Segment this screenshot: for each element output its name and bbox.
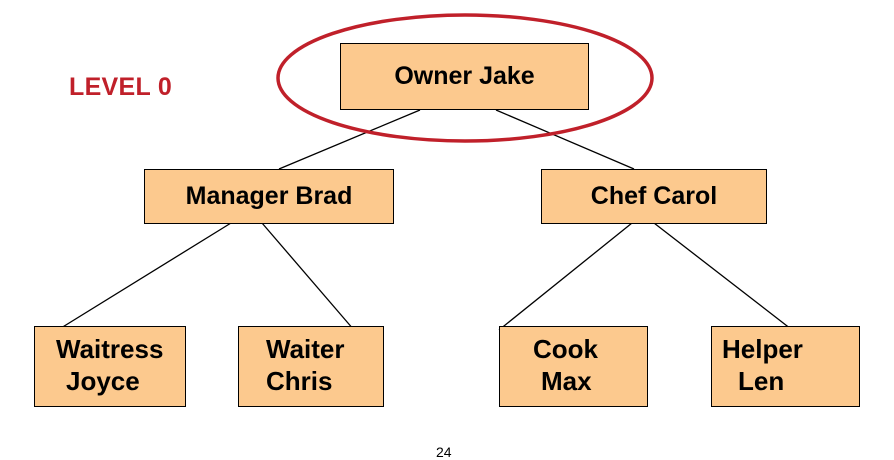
edge-manager-waitress: [39, 222, 232, 342]
page-number: 24: [436, 444, 452, 460]
node-owner-name: Jake: [479, 62, 535, 91]
node-waitress-joyce: Waitress Joyce: [34, 326, 186, 407]
node-waitress-name: Joyce: [66, 365, 140, 396]
node-manager-text: Manager Brad: [186, 181, 353, 212]
node-waiter-chris: Waiter Chris: [238, 326, 384, 407]
node-chef-role: Chef: [590, 182, 647, 211]
node-chef-carol: Chef Carol: [541, 169, 767, 224]
node-cook-max: Cook Max: [499, 326, 648, 407]
node-chef-name: Carol: [653, 182, 718, 211]
edge-owner-manager: [278, 109, 421, 170]
node-cook-name: Max: [541, 365, 592, 396]
node-waiter-role: Waiter: [266, 334, 345, 364]
edge-chef-cook: [498, 222, 633, 331]
level-label: LEVEL 0: [69, 73, 173, 101]
edge-chef-helper: [653, 222, 801, 337]
node-manager-brad: Manager Brad: [144, 169, 394, 224]
node-helper-name: Len: [738, 365, 785, 396]
node-owner-text: Owner Jake: [394, 61, 534, 92]
edge-owner-chef: [495, 109, 635, 170]
node-chef-text: Chef Carol: [591, 181, 717, 212]
node-cook-role: Cook: [533, 334, 598, 364]
node-waiter-name: Chris: [266, 365, 333, 396]
node-manager-role: Manager: [185, 182, 289, 211]
node-helper-len: Helper Len: [711, 326, 860, 407]
node-owner-jake: Owner Jake: [340, 43, 589, 110]
node-manager-name: Brad: [295, 182, 353, 211]
node-waitress-role: Waitress: [56, 334, 164, 364]
node-owner-role: Owner: [394, 62, 473, 91]
node-helper-role: Helper: [722, 334, 803, 364]
edge-manager-waiter: [261, 222, 355, 331]
